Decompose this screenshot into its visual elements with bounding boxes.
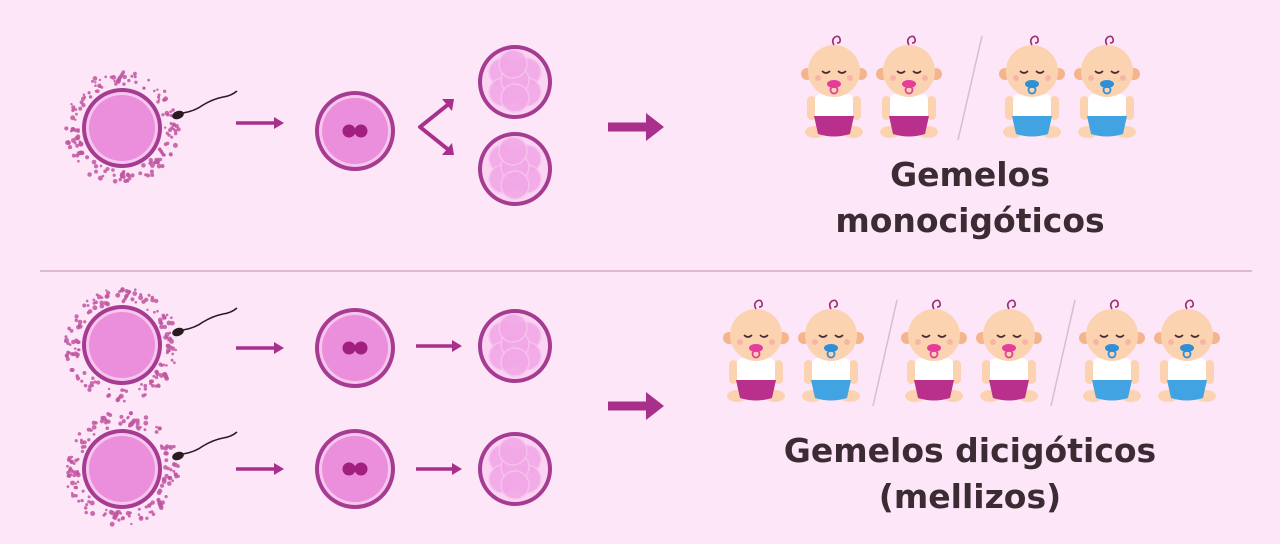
baby-icon [999,35,1065,138]
split-arrow-icon [418,99,454,155]
baby-icon [1154,299,1220,402]
baby-icon [801,35,867,138]
label-dizygotic-line2: (mellizos) [878,477,1062,516]
egg-with-sperm-icon [64,287,238,403]
label-monozygotic-line2: monocigóticos [835,201,1105,240]
baby-icon [901,299,967,402]
baby-icon [1074,35,1140,138]
baby-icon [976,299,1042,402]
arrow-icon [608,392,664,420]
arrow-icon [608,113,664,141]
label-monozygotic: Gemelos monocigóticos [770,152,1170,244]
egg-with-sperm-icon [64,70,238,184]
morula-icon [478,432,552,506]
divider-slash [1050,299,1076,407]
arrow-icon [236,463,284,475]
zygote-icon [315,429,395,509]
divider-slash [957,35,983,141]
zygote-icon [315,91,395,171]
arrow-icon [416,463,462,475]
arrow-icon [236,117,284,129]
arrow-icon [236,342,284,354]
label-monozygotic-line1: Gemelos [890,155,1050,194]
baby-icon [1079,299,1145,402]
morula-icon [478,45,552,119]
label-dizygotic-line1: Gemelos dicigóticos [783,431,1157,470]
zygote-icon [315,308,395,388]
baby-icon [798,299,864,402]
morula-icon [478,309,552,383]
arrow-icon [416,340,462,352]
label-dizygotic: Gemelos dicigóticos (mellizos) [720,428,1220,520]
egg-with-sperm-icon [66,411,238,527]
baby-icon [723,299,789,402]
baby-icon [876,35,942,138]
divider-slash [872,299,898,407]
morula-icon [478,132,552,206]
